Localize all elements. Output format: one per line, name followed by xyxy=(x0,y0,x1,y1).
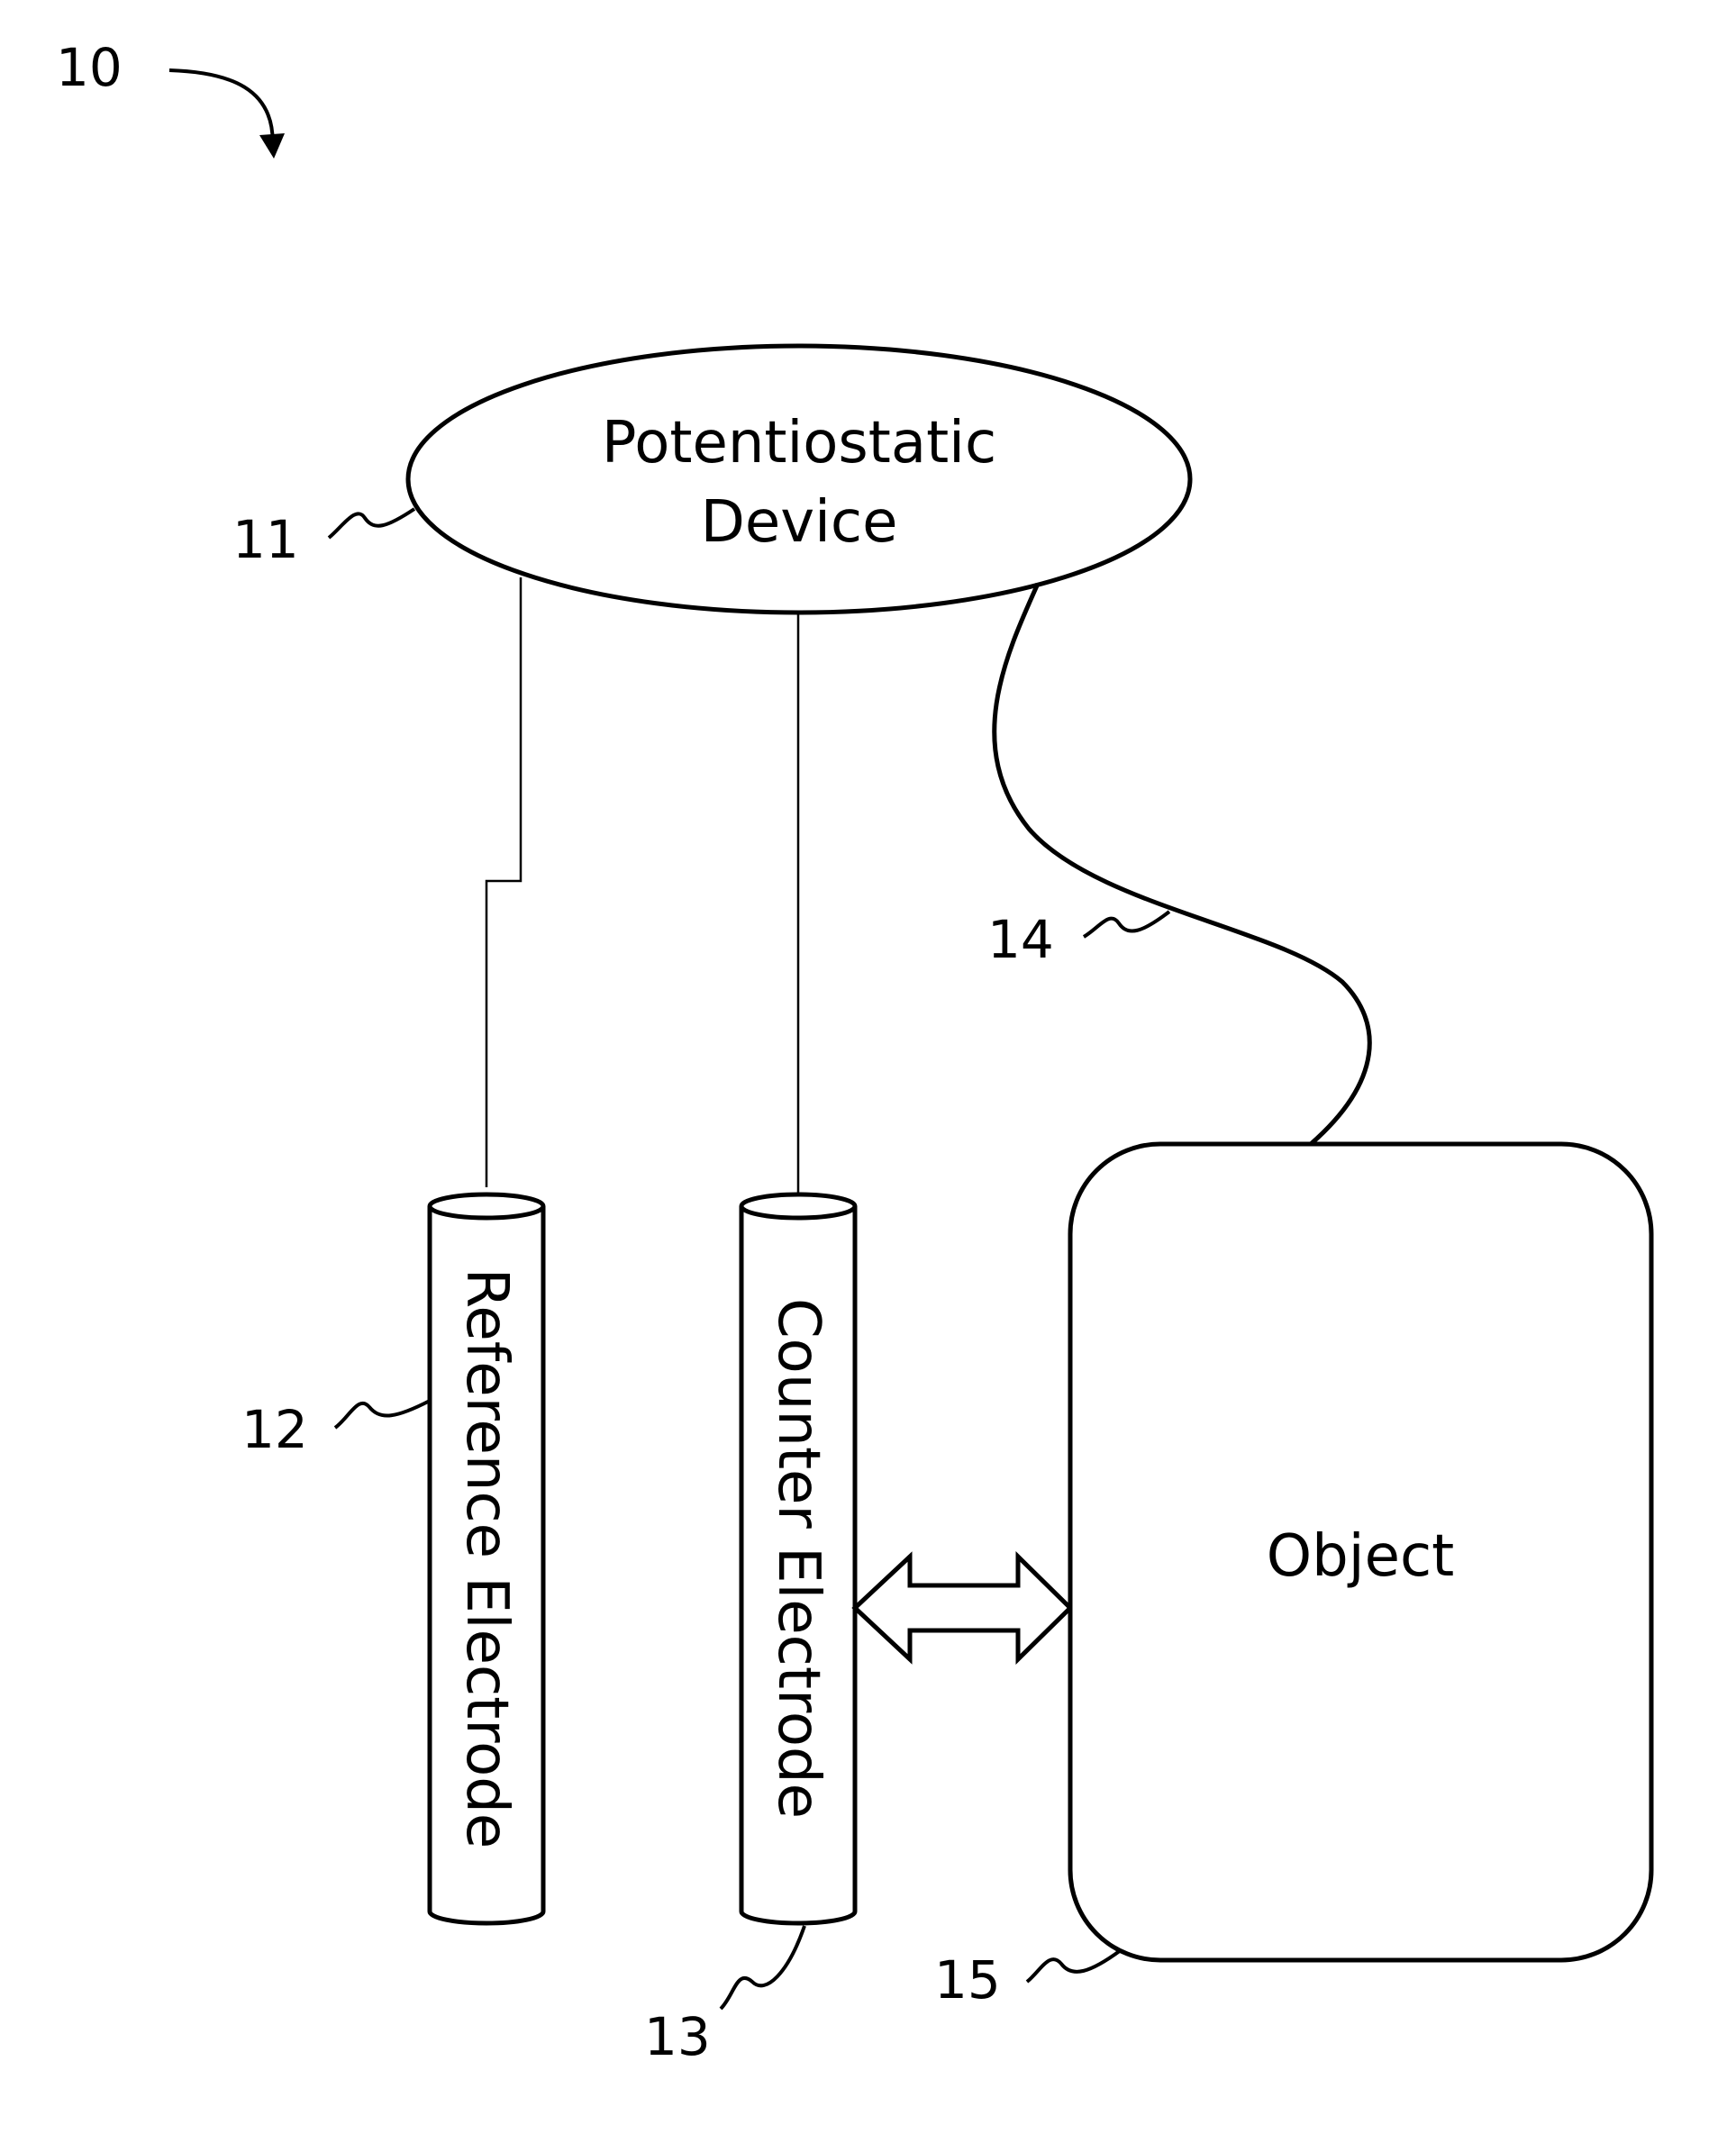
counter-electrode-leader xyxy=(721,1926,804,2009)
reference-electrode-ref-number: 12 xyxy=(241,1399,308,1460)
figure-ref-arrowhead-icon xyxy=(259,133,285,159)
reference-electrode-label: Reference Electrode xyxy=(453,1268,520,1849)
potentiostatic-device-label-line1: Potentiostatic xyxy=(602,410,996,477)
object-leader xyxy=(1027,1950,1121,1982)
double-arrow-icon xyxy=(855,1557,1070,1659)
counter-electrode-label: Counter Electrode xyxy=(765,1298,832,1819)
reference-electrode-leader xyxy=(335,1401,430,1428)
potentiostatic-device-ellipse xyxy=(408,346,1190,613)
counter-electrode-top xyxy=(741,1194,855,1218)
object-ref-number: 15 xyxy=(934,1949,1001,2011)
reference-electrode-top xyxy=(430,1194,543,1218)
potentiostatic-device-ref-number: 11 xyxy=(232,509,299,570)
object-label: Object xyxy=(1267,1523,1454,1590)
object-cable xyxy=(995,584,1370,1144)
counter-electrode-ref-number: 13 xyxy=(644,2006,711,2067)
figure-ref-number: 10 xyxy=(56,37,123,98)
potentiostatic-device-leader xyxy=(329,509,414,538)
object-cable-leader xyxy=(1084,912,1169,937)
figure-ref-arrow xyxy=(169,70,273,153)
reference-electrode-wire xyxy=(486,577,521,1187)
object-cable-ref-number: 14 xyxy=(987,909,1054,970)
potentiostatic-device-label-line2: Device xyxy=(701,489,898,556)
